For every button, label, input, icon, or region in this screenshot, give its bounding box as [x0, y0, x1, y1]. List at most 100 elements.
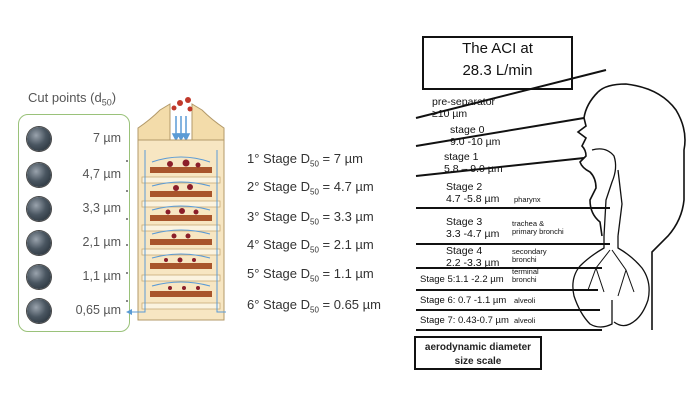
- pharynx-label: pharynx: [514, 195, 541, 204]
- filter-disk-icon: [27, 197, 51, 221]
- level-line1: pre-separator: [432, 96, 496, 108]
- level-line2: 5.8 – 9.0 µm: [444, 163, 503, 175]
- stage-7-label: Stage 7: 0.43-0.7 µm: [420, 315, 509, 327]
- right-lung-outline: [613, 236, 650, 327]
- cut-points-title-sub: 50: [101, 97, 112, 108]
- aci-title-line1: The ACI at: [462, 40, 533, 57]
- outflow-arrow: [126, 309, 132, 315]
- alveoli-label: alveoli: [514, 316, 536, 325]
- stage-prefix: 5° Stage D: [247, 266, 311, 281]
- stage-value: = 7 µm: [318, 151, 363, 166]
- cut-points-title-close: ): [111, 90, 117, 105]
- impactor-plates: [150, 167, 212, 297]
- level-line2: 3.3 -4.7 µm: [446, 228, 500, 240]
- preseparator-label: pre-separator≥10 µm: [432, 96, 495, 120]
- flow-lines: [130, 150, 226, 313]
- stage-label-5: 5° Stage D50 = 1.1 µm: [247, 266, 374, 284]
- stage-prefix: 2° Stage D: [247, 179, 311, 194]
- inlet-cap-right: [191, 103, 225, 141]
- stage-prefix: 4° Stage D: [247, 237, 311, 252]
- cut-point-value: 7 µm: [92, 131, 121, 145]
- stage-prefix: 3° Stage D: [247, 209, 311, 224]
- filter-disk-icon: [27, 265, 51, 289]
- stage-walls: [141, 176, 221, 310]
- size-scale-box: aerodynamic diameter size scale: [414, 336, 542, 370]
- cut-point-value: 4,7 µm: [82, 167, 121, 181]
- anatomy-line1: trachea &: [512, 219, 545, 228]
- cut-points-title: Cut points (d50): [28, 90, 116, 108]
- cut-point-row: 1,1 µm: [27, 265, 127, 291]
- cut-points-title-text: Cut points (d: [28, 90, 102, 105]
- stage-5-label: Stage 5:1.1 -2.2 µm: [420, 274, 504, 286]
- stage-value: = 0.65 µm: [318, 297, 381, 312]
- scale-line2: size scale: [454, 356, 502, 367]
- level-line1: Stage 5:1.1 -2.2 µm: [420, 274, 504, 285]
- stage-value: = 3.3 µm: [318, 209, 374, 224]
- anatomy-line1: terminal: [512, 267, 539, 276]
- filter-disk-icon: [27, 231, 51, 255]
- airway-outline: [591, 148, 617, 237]
- level-line1: stage 0: [450, 124, 485, 136]
- alveoli-label: alveoli: [514, 296, 536, 305]
- level-line1: Stage 3: [446, 216, 483, 228]
- side-marks: [126, 160, 128, 302]
- level-line2: ≥10 µm: [432, 108, 468, 120]
- left-lung-outline: [572, 236, 613, 328]
- stage-sub: 50: [310, 217, 319, 227]
- particle: [171, 105, 177, 111]
- stage-sub: 50: [310, 274, 319, 284]
- stage-sub: 50: [310, 305, 319, 315]
- cut-point-value: 2,1 µm: [82, 235, 121, 249]
- stage-label-3: 3° Stage D50 = 3.3 µm: [247, 209, 374, 227]
- level-line2: 9.0 -10 µm: [450, 136, 501, 148]
- stage-sub: 50: [310, 159, 319, 169]
- anatomy-line2: bronchi: [512, 275, 537, 284]
- aci-title-line2: 28.3 L/min: [462, 62, 533, 79]
- filter-disk-icon: [27, 163, 51, 187]
- stage-6-label: Stage 6: 0.7 -1.1 µm: [420, 295, 506, 307]
- stage-label-6: 6° Stage D50 = 0.65 µm: [247, 297, 381, 315]
- level-line2: 2.2 -3.3 µm: [446, 257, 500, 269]
- cut-point-value: 0,65 µm: [75, 303, 121, 317]
- level-line1: Stage 4: [446, 245, 483, 257]
- particle: [177, 100, 183, 106]
- stage-label-1: 1° Stage D50 = 7 µm: [247, 151, 363, 169]
- inlet-cap-left: [137, 103, 171, 141]
- deposited-particles: [164, 159, 201, 290]
- pharynx-outline: [617, 169, 623, 237]
- stage-sub: 50: [310, 245, 319, 255]
- stage-prefix: 1° Stage D: [247, 151, 311, 166]
- anatomy-line2: bronchi: [512, 255, 537, 264]
- scale-line1: aerodynamic diameter: [424, 342, 532, 353]
- trachea-label: trachea &primary bronchi: [512, 220, 564, 236]
- filter-disk-icon: [27, 299, 51, 323]
- head-back-outline: [597, 83, 686, 330]
- stage-sub: 50: [310, 187, 319, 197]
- stage-value: = 4.7 µm: [318, 179, 374, 194]
- level-line1: Stage 2: [446, 181, 483, 193]
- stage-value: = 1.1 µm: [318, 266, 374, 281]
- inflow-arrows: [171, 116, 191, 142]
- cut-point-row: 4,7 µm: [27, 163, 127, 189]
- cut-point-row: 2,1 µm: [27, 231, 127, 257]
- level-line2: 4.7 -5.8 µm: [446, 193, 500, 205]
- stage-value: = 2.1 µm: [318, 237, 374, 252]
- cut-point-value: 3,3 µm: [82, 201, 121, 215]
- anatomy-line2: primary bronchi: [512, 227, 564, 236]
- level-line1: Stage 7: 0.43-0.7 µm: [420, 315, 509, 326]
- stage-label-2: 2° Stage D50 = 4.7 µm: [247, 179, 374, 197]
- cut-points-panel: 7 µm 4,7 µm 3,3 µm 2,1 µm 1,1 µm 0,65 µm: [18, 114, 130, 332]
- particle: [185, 97, 191, 103]
- filter-disk-icon: [27, 127, 51, 151]
- cut-point-row: 3,3 µm: [27, 197, 127, 223]
- particle: [187, 106, 193, 112]
- cut-point-row: 7 µm: [27, 127, 127, 153]
